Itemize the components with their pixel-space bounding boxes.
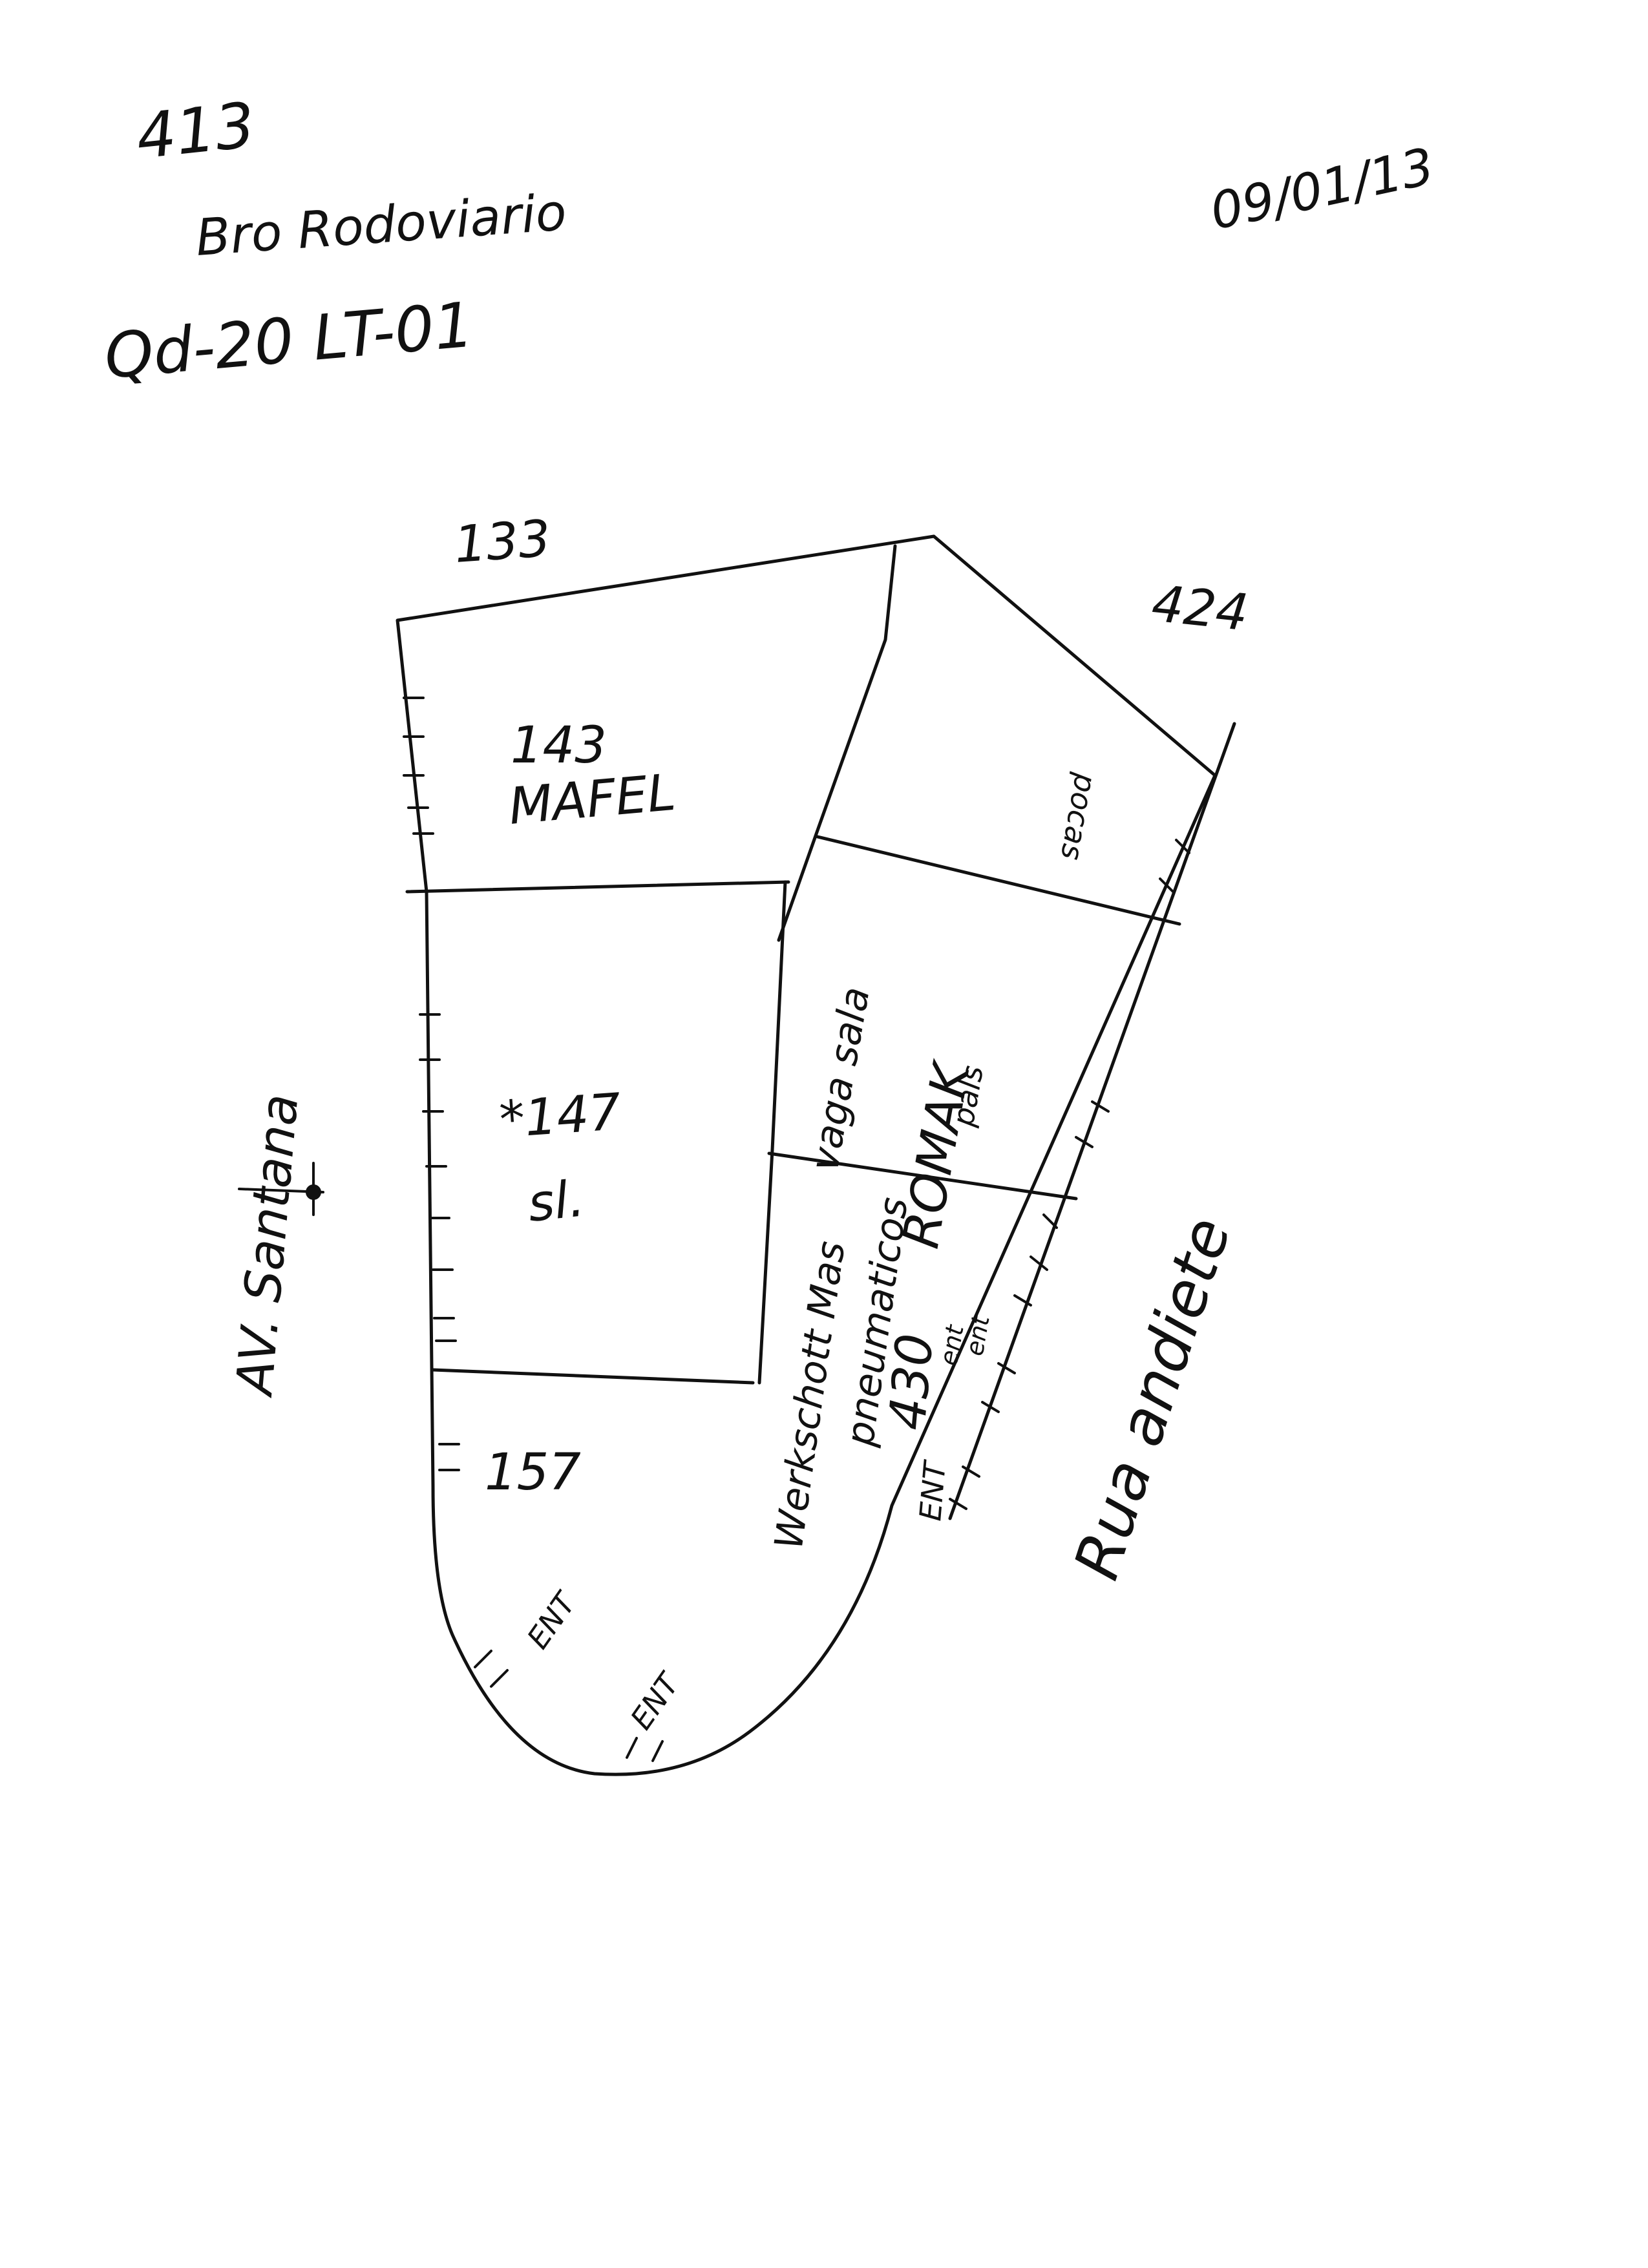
lot-430-number: 430 xyxy=(878,1331,945,1432)
street-right-label: Rua andiete xyxy=(1060,1209,1245,1588)
entrance-label-2: ENT xyxy=(624,1665,688,1736)
block-lot-label: Qd-20 LT-01 xyxy=(101,288,476,392)
lot-werkschott-line1: Werkschott Mas xyxy=(766,1238,854,1552)
right-side-ticks xyxy=(949,839,1190,1510)
neighbor-right-number: 424 xyxy=(1149,574,1251,642)
neighbor-top-number: 133 xyxy=(452,510,553,574)
divider-top-lot xyxy=(405,880,790,894)
sheet-number: 413 xyxy=(133,89,259,173)
divider-diagonal xyxy=(777,544,897,942)
lot-147-sub: sl. xyxy=(525,1170,587,1234)
divider-bottom-lot xyxy=(431,1368,755,1385)
right-street-edge xyxy=(948,722,1236,1520)
divider-right-corner xyxy=(816,835,1181,926)
entrance-label-1: ENT xyxy=(520,1584,584,1655)
entrance-label-5: ent xyxy=(935,1321,970,1367)
entrance-label-3: ENT xyxy=(913,1458,953,1522)
neighborhood-name: Bro Rodoviario xyxy=(194,184,568,268)
lot-143-name: MAFEL xyxy=(507,764,678,836)
street-arrow-icon xyxy=(238,1162,324,1216)
left-side-ticks xyxy=(403,697,460,1471)
lot-vacant-label: vaga sala xyxy=(802,983,879,1174)
lot-pocas-label: pocas xyxy=(1054,770,1104,863)
lot-143-number: 143 xyxy=(511,717,607,775)
lot-157-number: 157 xyxy=(485,1444,581,1502)
street-left-label: AV. Santana xyxy=(226,1092,310,1400)
lot-outline xyxy=(396,534,1217,1776)
divider-romak xyxy=(767,1151,1078,1201)
lot-147-number: *147 xyxy=(498,1083,623,1150)
bottom-curve-ticks xyxy=(474,1650,664,1762)
divider-middle-lot xyxy=(757,880,787,1385)
date-label: 09/01/13 xyxy=(1205,138,1439,242)
